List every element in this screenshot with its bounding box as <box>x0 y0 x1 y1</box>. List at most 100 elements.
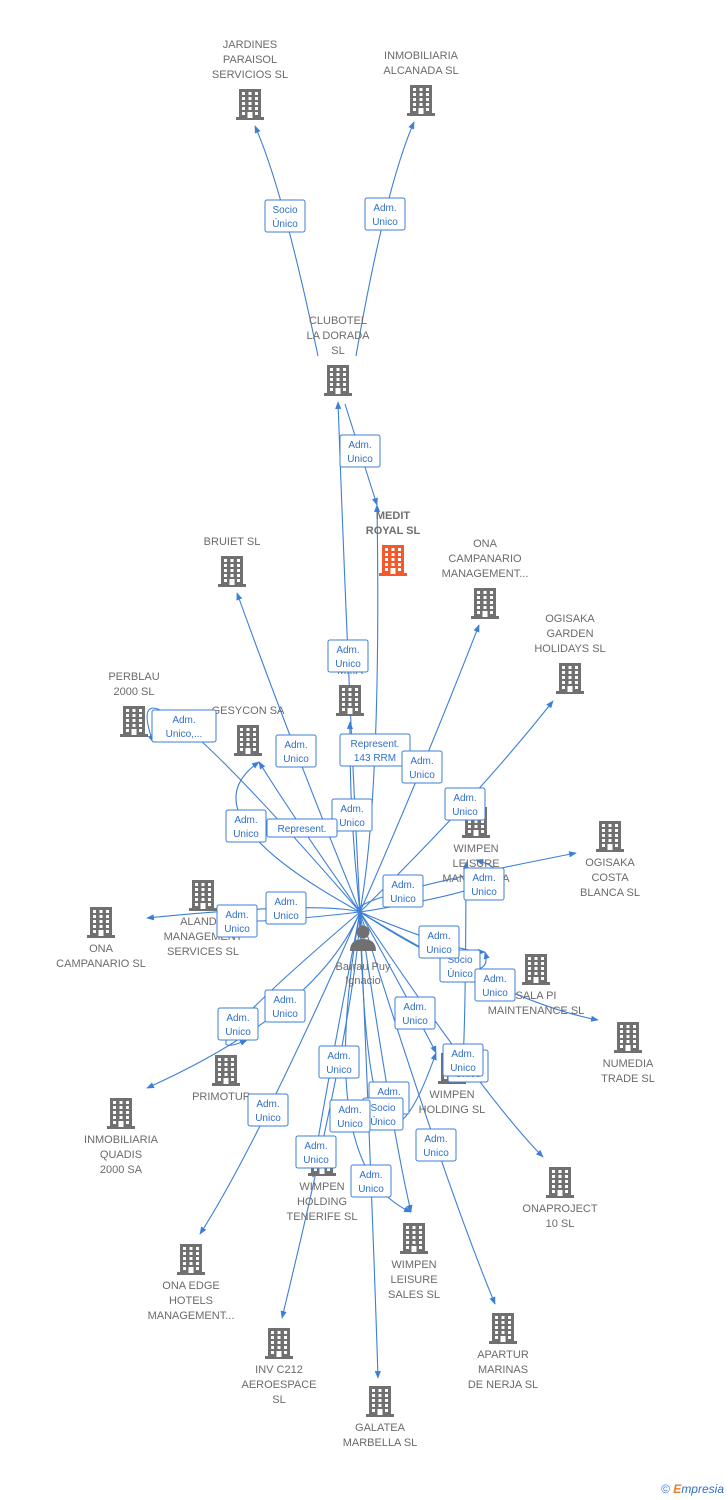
relation-label-p-to-medit[interactable]: Represent.143 RRM <box>339 733 411 767</box>
relation-label-p-to-ona_edge[interactable]: Adm.Unico <box>247 1093 289 1127</box>
building-icon <box>522 954 550 985</box>
relation-label-p-to-numedia[interactable]: Adm.Unico <box>474 968 516 1002</box>
node-label-line: QUADIS <box>100 1149 142 1161</box>
relation-label-text: 143 RRM <box>354 753 396 764</box>
relation-label-p-to-galatea[interactable]: Adm.Unico <box>350 1164 392 1198</box>
relation-label-text: Adm. <box>172 715 195 726</box>
node-label-line: SERVICES SL <box>167 946 239 958</box>
footer-brand: © Empresia <box>661 1482 724 1496</box>
building-icon <box>236 89 264 120</box>
node-label-line: LEISURE <box>390 1274 437 1286</box>
person-icon <box>350 925 376 951</box>
company-node-bruiet[interactable]: BRUIET SL <box>204 536 261 587</box>
relation-label-text: Unico <box>326 1065 352 1076</box>
node-label-line: PERBLAU <box>108 671 159 683</box>
relation-label-p-to-inv_c212[interactable]: Adm.Unico <box>318 1045 360 1079</box>
relation-label-p-to-alanda[interactable]: Adm.Unico <box>216 904 258 938</box>
relation-label-p-to-apartur[interactable]: Adm.Unico <box>415 1128 457 1162</box>
relation-label-wimpen_holding-to-wimpen_leisure_mgmt[interactable]: Adm.Unico <box>442 1043 484 1077</box>
relation-label-clubotel-to-medit[interactable]: Adm.Unico <box>339 434 381 468</box>
relation-label-p-to-wimpen_holding[interactable]: Adm.Unico <box>394 996 436 1030</box>
node-label-line: TENERIFE SL <box>287 1211 358 1223</box>
relation-label-text: Unico <box>482 988 508 999</box>
relation-label-p-to-quadis[interactable]: Adm.Unico <box>264 989 306 1023</box>
node-label-line: CAMPANARIO SL <box>56 958 146 970</box>
relation-label-text: Unico <box>402 1016 428 1027</box>
edge-p-to-medit <box>359 504 381 913</box>
node-label-line: HOLDING SL <box>419 1104 486 1116</box>
relation-label-p-to-wimpen_leisure_mgmt[interactable]: Adm.Unico <box>463 867 505 901</box>
relation-label-text: Unico <box>224 924 250 935</box>
relation-label-p-to-wimpen_tenerife[interactable]: Adm.Unico <box>295 1135 337 1169</box>
relation-label-text: Adm. <box>338 1105 361 1116</box>
relation-label-p-to-gesycon[interactable]: Represent. <box>266 818 338 838</box>
building-icon <box>324 365 352 396</box>
relation-label-text: Adm. <box>391 880 414 891</box>
building-icon <box>177 1244 205 1275</box>
node-label-line: GARDEN <box>546 628 593 640</box>
building-icon <box>212 1055 240 1086</box>
person-label-line: Barrau Puy <box>335 961 391 973</box>
node-label-line: WIMPEN <box>453 843 498 855</box>
company-node-ona_edge[interactable]: ONA EDGEHOTELSMANAGEMENT... <box>148 1244 235 1322</box>
building-icon <box>234 725 262 756</box>
relation-label-p-to-ona_campanario[interactable]: Adm.Unico <box>265 891 307 925</box>
building-icon <box>596 821 624 852</box>
relation-label-p-to-perblau[interactable]: Adm.Unico,... <box>151 709 217 743</box>
relation-label-p-to-clubotel[interactable]: Adm.Unico <box>327 639 369 673</box>
relation-label-text: Único <box>447 967 473 980</box>
company-node-ona_camp_mgmt[interactable]: ONACAMPANARIOMANAGEMENT... <box>442 538 529 619</box>
building-icon <box>400 1223 428 1254</box>
relation-label-p-to-ona_camp_mgmt[interactable]: Adm.Unico <box>401 750 443 784</box>
building-icon <box>107 1098 135 1129</box>
building-icon <box>218 556 246 587</box>
node-label-line: WIMPEN <box>429 1089 474 1101</box>
node-label-line: MAINTENANCE SL <box>488 1005 585 1017</box>
relation-label-text: Unico <box>358 1184 384 1195</box>
relation-label-p-to-wimpen_sales[interactable]: Adm.Unico <box>329 1099 371 1133</box>
node-label-line: MANAGEMENT... <box>442 568 529 580</box>
relation-label-p-to-gesycon[interactable]: Adm.Unico <box>225 809 267 843</box>
relation-label-p-to-salou[interactable]: Adm.Unico <box>331 798 373 832</box>
building-icon <box>471 588 499 619</box>
node-label-line: TRADE SL <box>601 1073 655 1085</box>
building-icon <box>407 85 435 116</box>
relation-label-text: Unico <box>335 659 361 670</box>
relation-label-clubotel-to-alcanada[interactable]: Adm.Unico <box>364 197 406 231</box>
node-label-line: INV C212 <box>255 1364 303 1376</box>
relation-label-p-to-primotur[interactable]: Adm.Unico <box>217 1007 259 1041</box>
company-node-primotur[interactable]: PRIMOTUR... <box>192 1055 260 1103</box>
company-node-gesycon[interactable]: GESYCON SA <box>212 705 285 756</box>
relation-label-text: Unico <box>423 1148 449 1159</box>
node-label-line: ONA EDGE <box>162 1280 219 1292</box>
relation-label-p-to-ogisaka_costa[interactable]: Adm.Unico <box>382 874 424 908</box>
node-label-line: DE NERJA SL <box>468 1379 538 1391</box>
relation-label-p-to-ogisaka_garden[interactable]: Adm.Unico <box>444 787 486 821</box>
relation-label-text: Unico <box>225 1027 251 1038</box>
relation-label-p-to-sala_pi[interactable]: Adm.Unico <box>418 925 460 959</box>
building-icon <box>336 685 364 716</box>
relation-label-p-to-bruiet[interactable]: Adm.Unico <box>275 734 317 768</box>
relation-label-text: Adm. <box>377 1087 400 1098</box>
brand-logo[interactable]: Empresia <box>673 1482 724 1496</box>
relation-label-text: Unico <box>233 829 259 840</box>
